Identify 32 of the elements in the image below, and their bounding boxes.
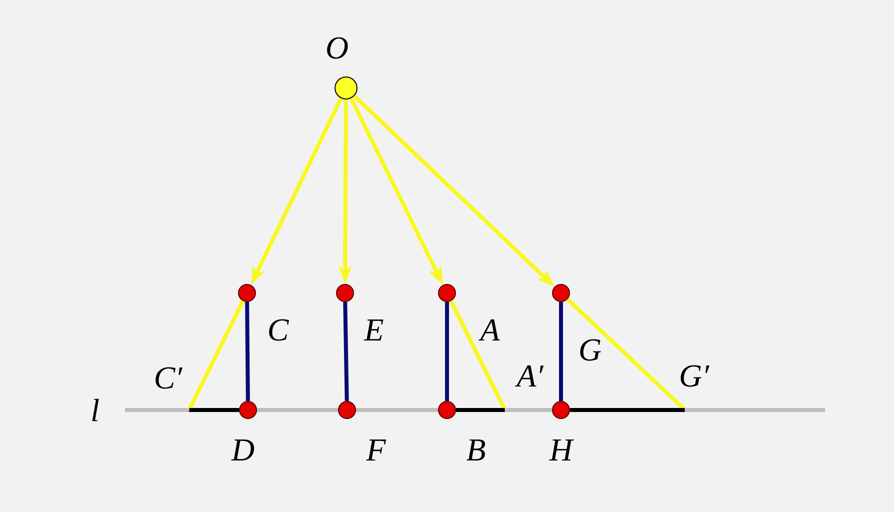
point: D (231, 401, 257, 460)
line-segment (559, 302, 563, 401)
point: B (438, 401, 486, 461)
line-name: l (92, 398, 99, 422)
line-segment (343, 302, 349, 402)
node-label: G (580, 339, 601, 361)
node-label: B (466, 439, 486, 461)
node-label: D (231, 439, 254, 461)
point: G′ (680, 365, 710, 387)
node-label: O (327, 37, 348, 59)
line-segment (189, 408, 239, 412)
node-label: F (366, 440, 386, 460)
line-segment (566, 298, 686, 412)
point: E (336, 284, 384, 340)
line-segment (445, 302, 449, 401)
point: G (552, 284, 601, 361)
point: A′ (514, 365, 544, 387)
point: C (238, 284, 289, 341)
line-segment (456, 408, 505, 412)
line-segment (570, 408, 685, 412)
point: A (438, 284, 500, 341)
node-label: E (364, 320, 384, 340)
node-label: H (549, 440, 574, 460)
point: C′ (156, 367, 183, 389)
line-segment (245, 302, 250, 402)
line-segment (187, 300, 245, 411)
node-label: A (478, 319, 500, 341)
light-source-point: O (327, 37, 358, 100)
point: F (338, 401, 386, 460)
line-segment (449, 300, 507, 411)
node-label: C (269, 319, 289, 341)
point: H (549, 401, 574, 460)
